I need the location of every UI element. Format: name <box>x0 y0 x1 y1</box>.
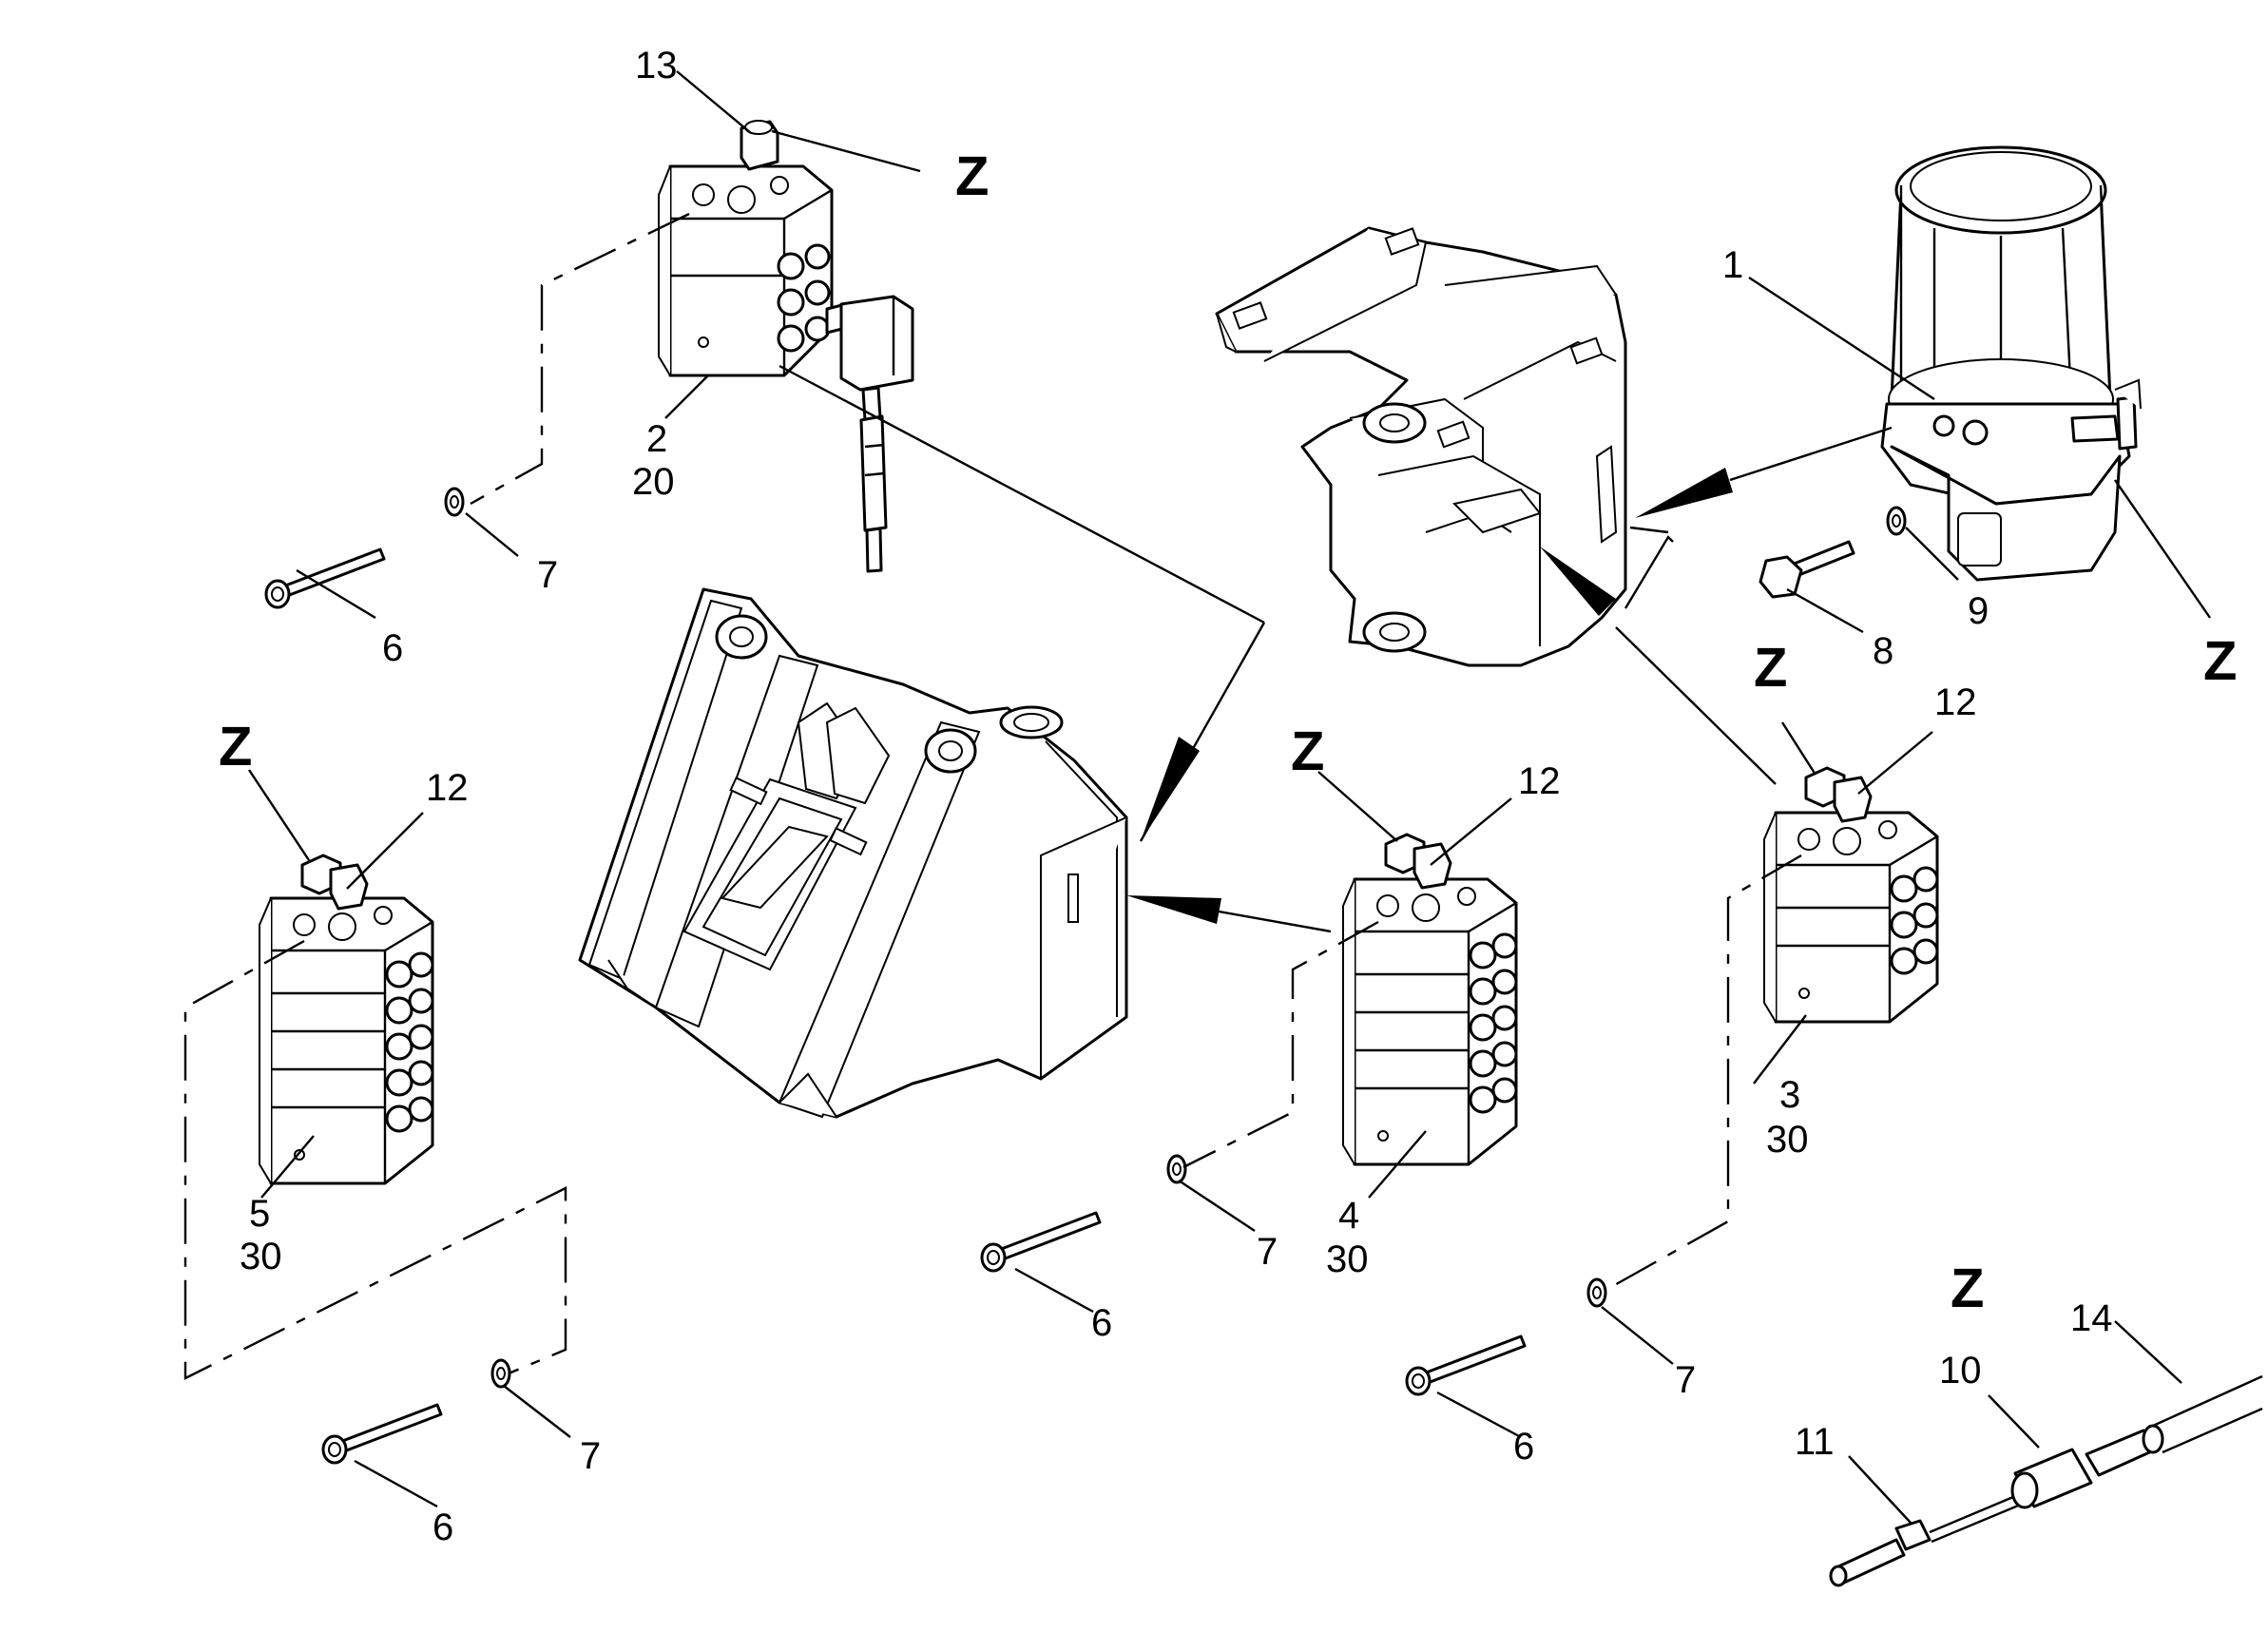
callout-14: 14 <box>2070 1297 2113 1339</box>
callout-6-bottom-left: 6 <box>432 1507 453 1548</box>
bolt-8 <box>1759 540 1855 599</box>
distributor-block-5 <box>258 854 434 1185</box>
distributor-block-4 <box>1341 833 1518 1166</box>
leader-lines <box>247 70 2211 1524</box>
callout-11: 11 <box>1795 1421 1835 1463</box>
z-marker-center: Z <box>1291 720 1324 782</box>
dash-dot-lines <box>183 212 1802 1380</box>
callout-13: 13 <box>635 45 678 86</box>
screw-6-top <box>264 547 386 609</box>
callout-6-center: 6 <box>1091 1302 1112 1344</box>
callout-2-qty: 20 <box>632 461 675 503</box>
callout-5-qty: 30 <box>240 1236 282 1277</box>
washer-7-center <box>1166 1154 1187 1184</box>
z-marker-left: Z <box>219 716 252 778</box>
washer-9 <box>1886 506 1907 536</box>
callout-2: 2 <box>646 418 667 460</box>
z-marker-right: Z <box>1754 637 1787 699</box>
callout-labels: 13 Z 2 20 7 6 1 Z 8 9 Z 12 5 30 7 6 Z 12… <box>219 45 2237 1548</box>
callout-4-qty: 30 <box>1326 1238 1369 1280</box>
hose-connector-detail <box>1829 1374 2263 1587</box>
callout-7-top: 7 <box>537 554 558 596</box>
z-marker-detail: Z <box>1951 1257 1984 1319</box>
lubrication-pump <box>1880 145 2142 582</box>
callout-5: 5 <box>249 1193 270 1235</box>
callout-6-right: 6 <box>1513 1426 1534 1468</box>
washer-7-bottom-left <box>490 1358 511 1389</box>
distributor-block-2 <box>658 120 914 573</box>
screw-6-right <box>1405 1334 1527 1396</box>
z-marker-top: Z <box>955 145 989 207</box>
z-marker-pump: Z <box>2203 630 2237 692</box>
callout-1: 1 <box>1722 244 1743 286</box>
callout-12-left: 12 <box>426 767 469 809</box>
callout-12-right: 12 <box>1934 682 1977 723</box>
callout-12-center: 12 <box>1518 760 1561 802</box>
callout-3-qty: 30 <box>1766 1119 1809 1161</box>
callout-3: 3 <box>1779 1074 1800 1116</box>
turntable-chassis <box>1215 226 1674 667</box>
callout-4: 4 <box>1338 1195 1359 1237</box>
callout-7-right: 7 <box>1675 1359 1696 1401</box>
screw-6-bottom-left <box>321 1403 443 1465</box>
callout-9: 9 <box>1968 590 1989 632</box>
swing-frame <box>578 587 1128 1119</box>
distributor-block-3 <box>1762 766 1939 1024</box>
washer-7-top <box>444 487 465 517</box>
callout-10: 10 <box>1939 1350 1982 1392</box>
callout-6-top: 6 <box>382 627 403 669</box>
callout-8: 8 <box>1873 630 1893 672</box>
screw-6-center <box>980 1211 1102 1273</box>
washer-7-right <box>1586 1277 1607 1308</box>
callout-7-bottom-left: 7 <box>580 1435 601 1477</box>
callout-7-center: 7 <box>1257 1231 1278 1273</box>
